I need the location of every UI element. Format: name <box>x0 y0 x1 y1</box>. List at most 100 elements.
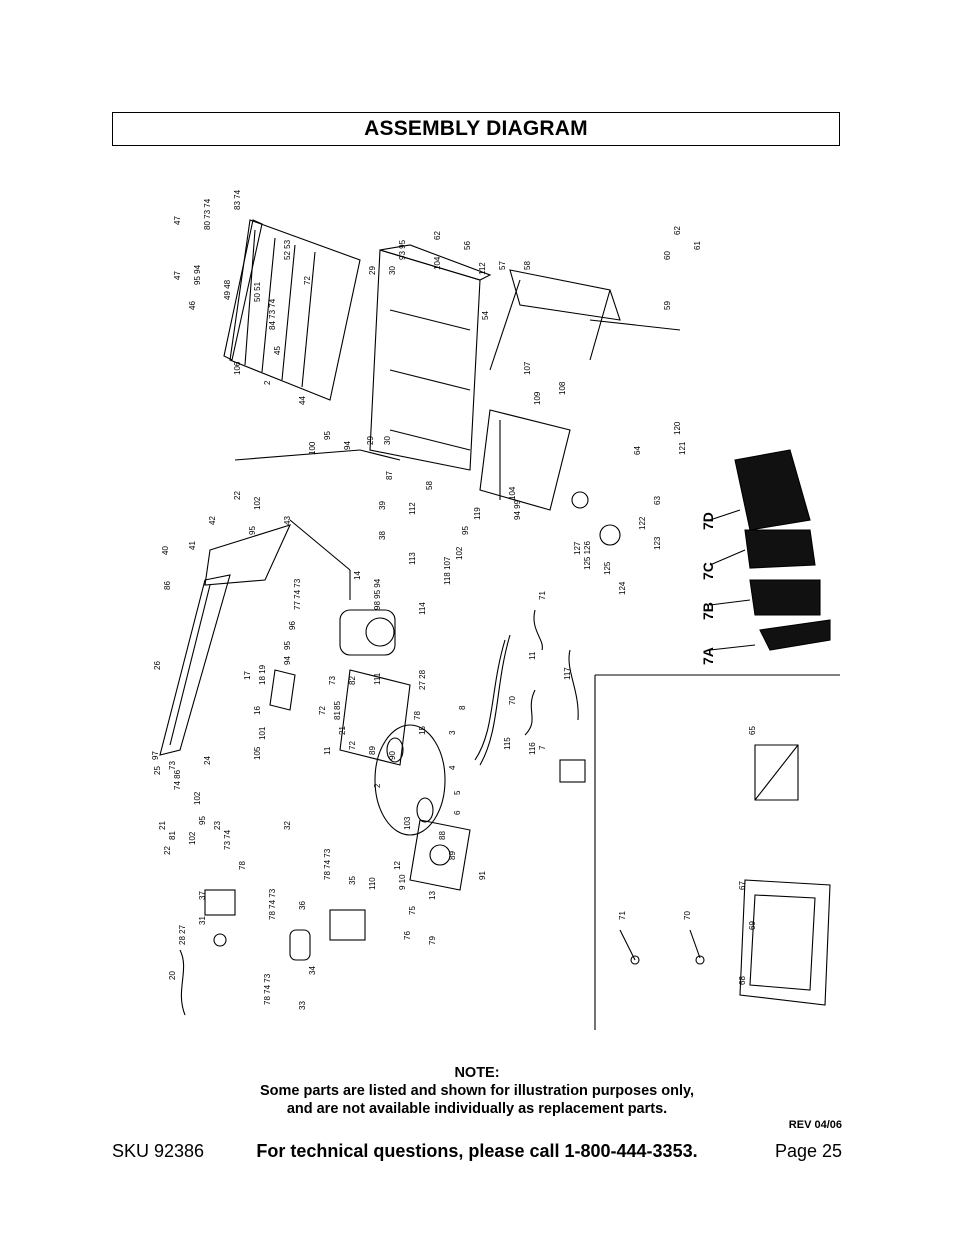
svg-text:90: 90 <box>388 751 397 760</box>
svg-text:95: 95 <box>323 431 332 440</box>
svg-text:63: 63 <box>653 496 662 505</box>
callout-7d: 7D <box>700 512 716 530</box>
svg-text:54: 54 <box>481 311 490 320</box>
svg-text:127: 127 <box>573 541 582 555</box>
svg-text:74 86: 74 86 <box>173 769 182 790</box>
svg-text:102: 102 <box>253 496 262 510</box>
svg-text:112: 112 <box>478 262 487 275</box>
svg-text:105: 105 <box>253 746 262 760</box>
svg-text:18 19: 18 19 <box>258 664 267 685</box>
svg-text:107: 107 <box>443 556 452 570</box>
page-title: ASSEMBLY DIAGRAM <box>364 117 588 140</box>
svg-text:56: 56 <box>463 241 472 250</box>
svg-text:20: 20 <box>168 971 177 980</box>
note-heading: NOTE: <box>454 1065 500 1081</box>
svg-text:73 74: 73 74 <box>223 829 232 850</box>
svg-text:104: 104 <box>508 486 517 500</box>
svg-text:43: 43 <box>283 516 292 525</box>
svg-text:30: 30 <box>383 436 392 445</box>
svg-text:45: 45 <box>273 346 282 355</box>
svg-text:104: 104 <box>433 256 442 270</box>
svg-text:78 74 73: 78 74 73 <box>323 848 332 880</box>
callout-7b: 7B <box>700 602 716 620</box>
svg-text:38: 38 <box>378 531 387 540</box>
svg-text:95: 95 <box>248 526 257 535</box>
svg-text:24: 24 <box>203 756 212 765</box>
svg-text:58: 58 <box>523 261 532 270</box>
svg-text:78 74 73: 78 74 73 <box>263 973 272 1005</box>
svg-text:37: 37 <box>198 891 207 900</box>
svg-text:44: 44 <box>298 396 307 405</box>
svg-text:85: 85 <box>333 701 342 710</box>
svg-text:120: 120 <box>673 421 682 435</box>
assembly-diagram: 47 83 74 72 80 73 74 47 95 94 46 49 48 5… <box>151 190 840 1030</box>
svg-text:42: 42 <box>208 516 217 525</box>
svg-text:69: 69 <box>748 921 757 930</box>
title-box: ASSEMBLY DIAGRAM <box>112 112 840 146</box>
svg-text:73: 73 <box>168 761 177 770</box>
svg-text:29: 29 <box>366 436 375 445</box>
svg-text:21: 21 <box>158 821 167 830</box>
svg-text:71: 71 <box>538 591 547 600</box>
svg-text:86: 86 <box>163 581 172 590</box>
svg-text:82: 82 <box>348 676 357 685</box>
svg-text:88: 88 <box>438 831 447 840</box>
svg-text:123: 123 <box>653 536 662 550</box>
svg-text:9 10: 9 10 <box>398 874 407 890</box>
svg-text:91: 91 <box>478 871 487 880</box>
svg-text:47: 47 <box>173 216 182 225</box>
svg-text:70: 70 <box>683 911 692 920</box>
svg-text:52 53: 52 53 <box>283 239 292 260</box>
svg-text:17: 17 <box>243 671 252 680</box>
svg-text:95: 95 <box>283 641 292 650</box>
svg-text:107: 107 <box>523 361 532 375</box>
svg-text:121: 121 <box>678 441 687 455</box>
svg-text:47: 47 <box>173 271 182 280</box>
svg-text:72: 72 <box>303 276 312 285</box>
svg-text:2: 2 <box>373 783 382 788</box>
svg-text:102: 102 <box>193 791 202 805</box>
svg-text:73: 73 <box>328 676 337 685</box>
svg-text:103: 103 <box>403 816 412 830</box>
svg-text:81: 81 <box>168 831 177 840</box>
svg-text:72: 72 <box>318 706 327 715</box>
svg-text:11: 11 <box>528 651 537 660</box>
svg-text:25: 25 <box>153 766 162 775</box>
svg-text:102: 102 <box>188 831 197 845</box>
svg-text:58: 58 <box>425 481 434 490</box>
svg-text:8: 8 <box>458 705 467 710</box>
svg-text:89: 89 <box>368 746 377 755</box>
svg-text:4: 4 <box>448 765 457 770</box>
svg-text:7: 7 <box>538 745 547 750</box>
svg-text:80 73 74: 80 73 74 <box>203 198 212 230</box>
svg-text:15: 15 <box>418 726 427 735</box>
svg-text:79: 79 <box>428 936 437 945</box>
svg-text:122: 122 <box>638 516 647 530</box>
svg-text:11: 11 <box>323 746 332 755</box>
svg-text:62: 62 <box>433 231 442 240</box>
svg-text:12: 12 <box>393 861 402 870</box>
svg-text:81: 81 <box>333 711 342 720</box>
svg-text:33: 33 <box>298 1001 307 1010</box>
svg-text:30: 30 <box>388 266 397 275</box>
svg-text:97: 97 <box>151 751 160 760</box>
svg-text:111: 111 <box>373 672 382 685</box>
svg-text:95: 95 <box>461 526 470 535</box>
svg-text:113: 113 <box>408 552 417 565</box>
footer-technical-support: For technical questions, please call 1-8… <box>256 1141 698 1161</box>
svg-text:72: 72 <box>348 741 357 750</box>
svg-text:16: 16 <box>253 706 262 715</box>
svg-text:119: 119 <box>473 507 482 520</box>
svg-text:100: 100 <box>308 441 317 455</box>
svg-text:46: 46 <box>188 301 197 310</box>
svg-text:31: 31 <box>198 916 207 925</box>
svg-text:64: 64 <box>633 446 642 455</box>
svg-text:41: 41 <box>188 541 197 550</box>
svg-text:39: 39 <box>378 501 387 510</box>
svg-text:117: 117 <box>563 667 572 680</box>
svg-text:78: 78 <box>238 861 247 870</box>
svg-text:124: 124 <box>618 581 627 595</box>
svg-text:35: 35 <box>348 876 357 885</box>
svg-text:62: 62 <box>673 226 682 235</box>
svg-text:22: 22 <box>233 491 242 500</box>
